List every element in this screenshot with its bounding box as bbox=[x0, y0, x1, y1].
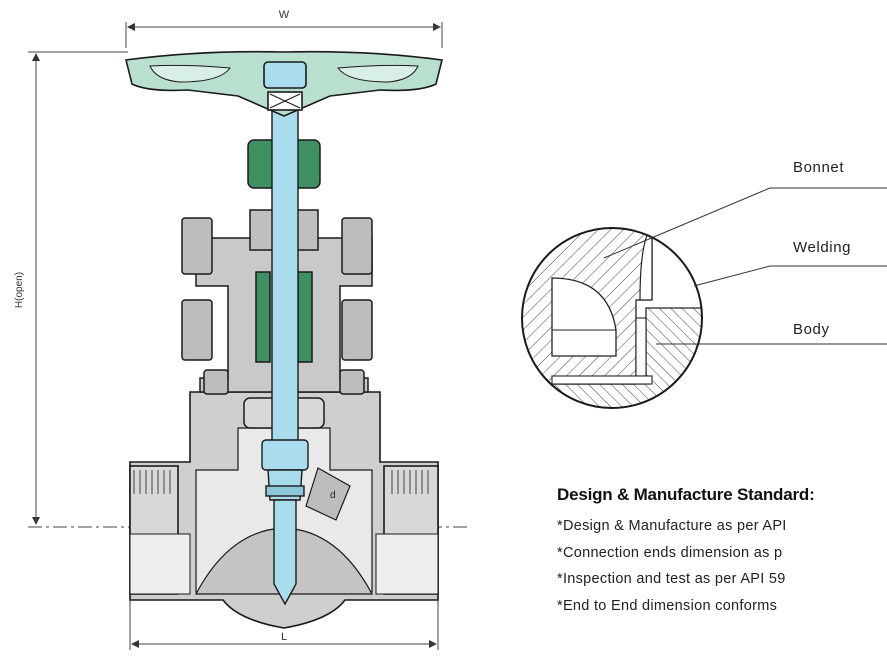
welding-leader bbox=[693, 265, 887, 287]
bonnet-label: Bonnet bbox=[793, 159, 844, 176]
bolt-left-lower bbox=[181, 299, 213, 361]
bolt-right-upper bbox=[341, 217, 373, 275]
nut-left bbox=[203, 369, 229, 395]
d-label: d bbox=[330, 490, 336, 501]
w-label: W bbox=[279, 9, 290, 21]
bonnet-leader bbox=[603, 187, 887, 259]
standard-line-design: *Design & Manufacture as per API bbox=[557, 518, 787, 534]
left-port bbox=[129, 533, 191, 595]
detail-circle-outline bbox=[521, 227, 703, 409]
bonnet-yoke bbox=[181, 139, 373, 429]
leader-lines bbox=[603, 187, 887, 345]
stem-collar bbox=[261, 439, 309, 471]
handwheel bbox=[125, 50, 443, 117]
packing-right bbox=[297, 271, 313, 363]
weld-detail bbox=[521, 227, 703, 409]
stem-shaft bbox=[271, 71, 299, 473]
standard-block: Design & Manufacture Standard: *Design &… bbox=[557, 485, 887, 619]
handwheel-hub-nut bbox=[263, 61, 307, 89]
bonnet-cavity bbox=[551, 277, 617, 357]
packing-left bbox=[255, 271, 271, 363]
nut-right bbox=[339, 369, 365, 395]
bolt-left-upper bbox=[181, 217, 213, 275]
standard-title: Design & Manufacture Standard: bbox=[557, 485, 815, 504]
bolt-right-lower bbox=[341, 299, 373, 361]
handwheel-spoke-left bbox=[149, 64, 231, 83]
seat-port bbox=[305, 467, 351, 521]
right-port bbox=[375, 533, 439, 595]
standard-line-end-to-end: *End to End dimension conforms bbox=[557, 597, 778, 614]
valve-disc bbox=[273, 499, 297, 606]
body-label: Body bbox=[793, 321, 830, 338]
dimension-lines bbox=[28, 22, 470, 650]
welding-label: Welding bbox=[793, 239, 851, 256]
standard-line-connection: *Connection ends dimension as p bbox=[557, 544, 783, 561]
disc-nut bbox=[265, 485, 305, 497]
valve-stem bbox=[261, 71, 309, 606]
standard-line-inspection: *Inspection and test as per API 59 bbox=[557, 571, 786, 587]
l-label: L bbox=[281, 631, 287, 643]
handwheel-spoke-right bbox=[337, 64, 419, 83]
h-label: H(open) bbox=[14, 272, 25, 308]
